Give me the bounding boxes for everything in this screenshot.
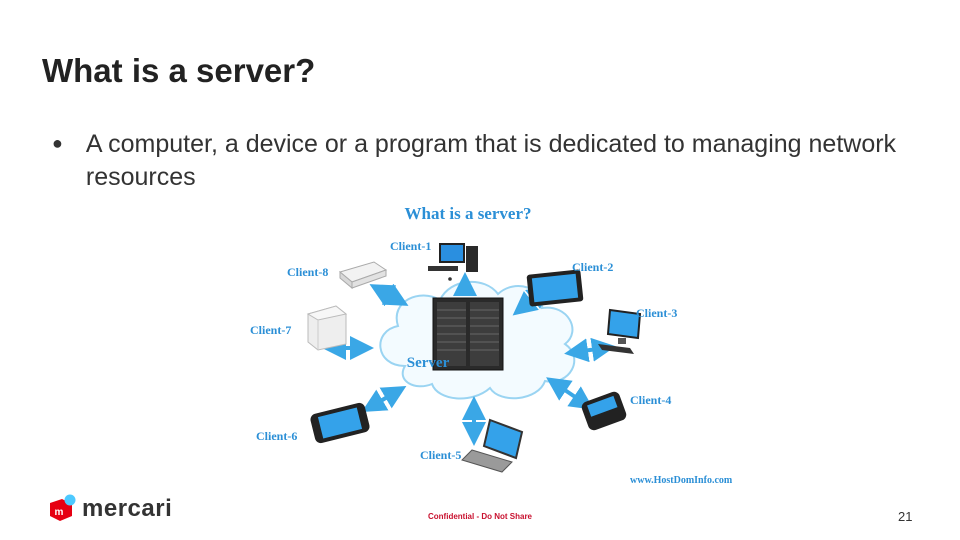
desktop-icon — [428, 243, 478, 281]
bullet-item: ● A computer, a device or a program that… — [52, 128, 912, 194]
page-number: 21 — [898, 509, 913, 524]
confidential-notice: Confidential - Do Not Share — [428, 512, 532, 521]
smartphone-icon — [581, 391, 627, 431]
client-2-label: Client-2 — [572, 260, 613, 274]
arrow-client-4 — [546, 377, 594, 410]
phone-icon — [310, 402, 370, 444]
bullet-dot-icon: ● — [52, 133, 63, 153]
client-1-label: Client-1 — [390, 239, 431, 253]
device-box-icon — [306, 305, 348, 351]
slide-title: What is a server? — [42, 52, 316, 89]
server-diagram: What is a server? Server Client-1 — [250, 204, 733, 486]
client-7-label: Client-7 — [250, 323, 291, 337]
svg-text:m: m — [55, 507, 64, 518]
mercari-logo-text: mercari — [82, 495, 173, 522]
bullet-text: A computer, a device or a program that i… — [85, 130, 897, 191]
arrow-client-6 — [361, 385, 407, 413]
arrow-client-8 — [369, 283, 409, 307]
client-5-label: Client-5 — [420, 448, 461, 462]
diagram-title: What is a server? — [404, 204, 531, 223]
server-rack-icon — [432, 297, 504, 371]
diagram-watermark: www.HostDomInfo.com — [630, 475, 733, 486]
monitor-icon — [598, 308, 642, 354]
tablet-icon — [526, 269, 584, 307]
mercari-logo-icon: m — [50, 494, 76, 521]
router-icon — [338, 261, 388, 290]
client-4-label: Client-4 — [630, 393, 671, 407]
client-6-label: Client-6 — [256, 429, 297, 443]
laptop-icon — [461, 418, 524, 473]
server-label: Server — [407, 355, 450, 371]
arrow-client-3 — [564, 337, 616, 363]
client-8-label: Client-8 — [287, 265, 328, 279]
client-3-label: Client-3 — [636, 306, 677, 320]
mercari-logo: m mercari — [46, 494, 172, 524]
